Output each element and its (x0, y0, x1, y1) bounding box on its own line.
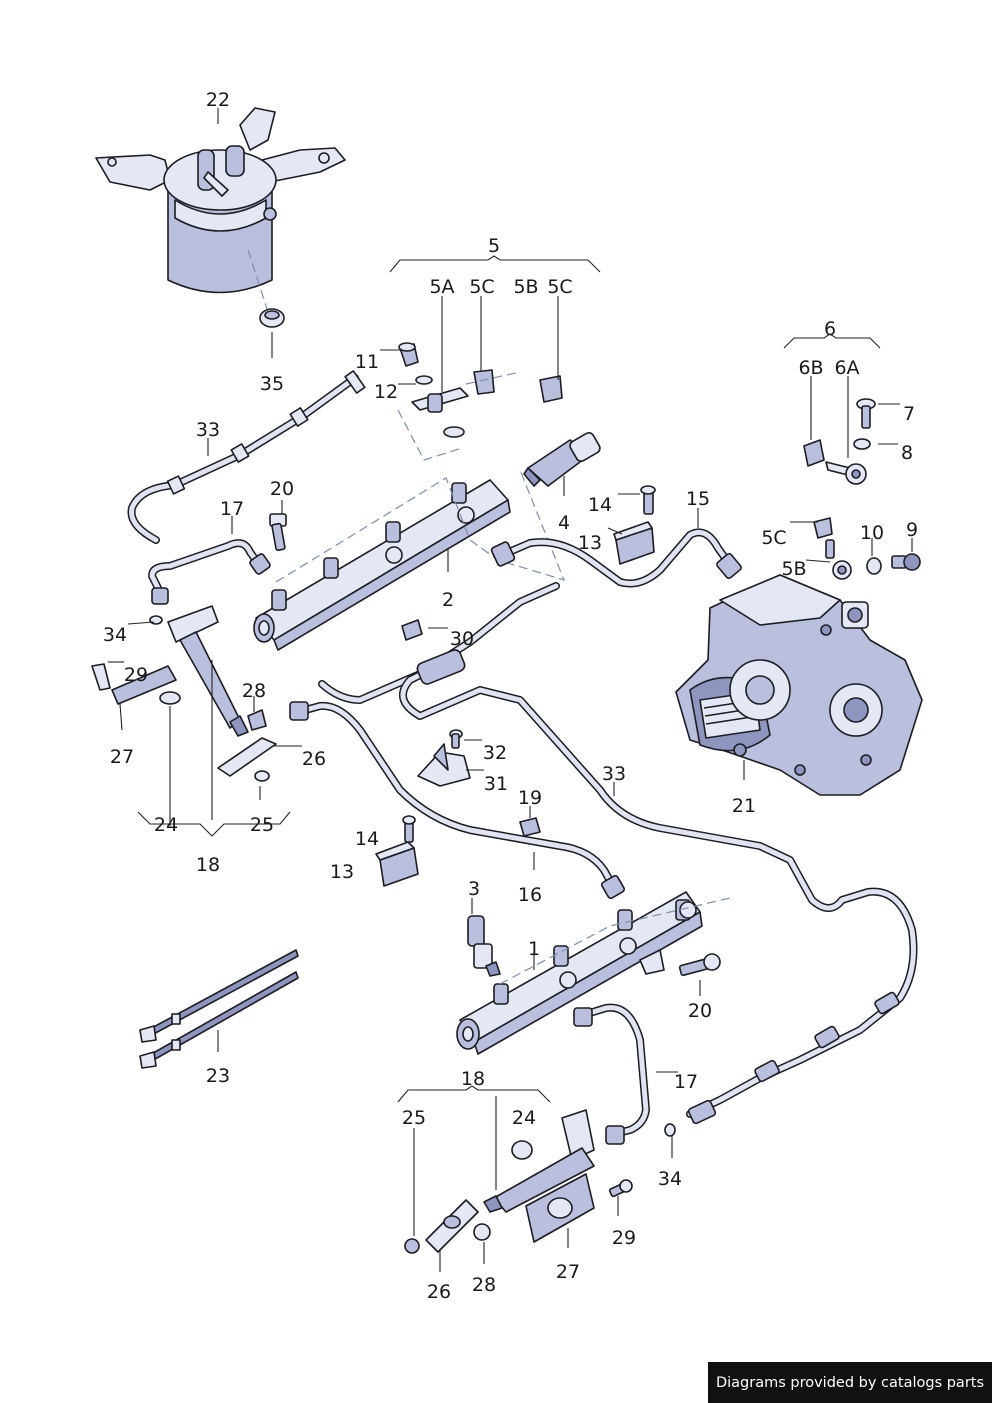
high-pressure-pipe-15 (490, 528, 742, 588)
callout-10: 10 (860, 522, 884, 544)
bracket-31 (417, 729, 471, 787)
callout-27-a: 27 (110, 746, 134, 768)
callout-1: 1 (528, 938, 540, 960)
callout-23: 23 (206, 1065, 230, 1087)
callout-7: 7 (903, 403, 915, 425)
bolt-20-lower (678, 953, 721, 977)
callout-17-b: 17 (674, 1071, 698, 1093)
callout-14-a: 14 (588, 494, 612, 516)
callout-20-a: 20 (270, 478, 294, 500)
return-line-upper (127, 370, 366, 544)
callout-6: 6 (824, 318, 836, 340)
callout-5C-b: 5C (547, 276, 572, 298)
callout-9: 9 (906, 519, 918, 541)
callout-29-b: 29 (612, 1227, 636, 1249)
fuel-injector-upper (149, 605, 249, 737)
callout-5: 5 (488, 235, 500, 257)
callout-16: 16 (518, 884, 542, 906)
attribution-text: Diagrams provided by catalogs parts (715, 1374, 985, 1391)
fuel-injector-lower (483, 1109, 595, 1213)
callout-26-a: 26 (302, 748, 326, 770)
hose-clip (259, 308, 285, 328)
pump-connector-parts (803, 398, 921, 580)
bracket-13-upper (613, 485, 656, 565)
callout-labels: 22 35 5 5A 5C 5B 5C 11 12 33 20 17 4 14 … (103, 89, 918, 1303)
callout-35: 35 (260, 373, 284, 395)
callout-24-a: 24 (154, 814, 178, 836)
high-pressure-pump (675, 574, 923, 796)
cable-ties (139, 949, 299, 1069)
callout-33-b: 33 (602, 763, 626, 785)
callout-28-b: 28 (472, 1274, 496, 1296)
injector-hardware-upper (91, 663, 277, 782)
callout-32: 32 (483, 742, 507, 764)
callout-27-b: 27 (556, 1261, 580, 1283)
clip-19 (519, 817, 541, 837)
callout-5C-a: 5C (469, 276, 494, 298)
callout-14-b: 14 (355, 828, 379, 850)
callout-34-a: 34 (103, 624, 127, 646)
injector-pipe-17-upper (148, 539, 271, 605)
callout-5C-c: 5C (761, 527, 786, 549)
pressure-sensor-3 (467, 915, 501, 977)
leader-lines (108, 108, 913, 1272)
callout-18-b: 18 (461, 1068, 485, 1090)
callout-5A: 5A (429, 276, 454, 298)
callout-19: 19 (518, 787, 542, 809)
seal-34-lower (664, 1123, 676, 1137)
bolt-20-upper (269, 513, 287, 551)
callout-6B: 6B (798, 357, 823, 379)
injector-pipe-17-lower (573, 1003, 650, 1145)
callout-11: 11 (355, 351, 379, 373)
connector-assembly (397, 342, 563, 461)
callout-26-b: 26 (427, 1281, 451, 1303)
callout-21: 21 (732, 795, 756, 817)
callout-13-b: 13 (330, 861, 354, 883)
clip-30 (401, 619, 423, 641)
pressure-sensor (523, 432, 601, 487)
fuel-rail-upper (253, 469, 566, 651)
callout-28-a: 28 (242, 680, 266, 702)
bracket-13-lower (375, 815, 419, 887)
callout-8: 8 (901, 442, 913, 464)
callout-20-b: 20 (688, 1000, 712, 1022)
fuel-rail-lower (456, 891, 731, 1055)
callout-5B-a: 5B (513, 276, 538, 298)
injector-hardware-lower (404, 1173, 633, 1254)
callout-30: 30 (450, 628, 474, 650)
callout-4: 4 (558, 512, 570, 534)
attribution-banner: Diagrams provided by catalogs parts (708, 1362, 992, 1403)
callout-6A: 6A (834, 357, 859, 379)
callout-18-a: 18 (196, 854, 220, 876)
callout-2: 2 (442, 589, 454, 611)
callout-5B-b: 5B (781, 558, 806, 580)
callout-15: 15 (686, 488, 710, 510)
callout-33-a: 33 (196, 419, 220, 441)
callout-29-a: 29 (124, 664, 148, 686)
high-pressure-pipe-16 (289, 701, 625, 899)
callout-22: 22 (206, 89, 230, 111)
callout-12: 12 (374, 381, 398, 403)
callout-34-b: 34 (658, 1168, 682, 1190)
callout-31: 31 (484, 773, 508, 795)
callout-17-a: 17 (220, 498, 244, 520)
callout-3: 3 (468, 878, 480, 900)
fuel-filter-housing (95, 107, 346, 313)
callout-13-a: 13 (578, 532, 602, 554)
return-line-33 (318, 582, 918, 1125)
callout-24-b: 24 (512, 1107, 536, 1129)
callout-25-b: 25 (402, 1107, 426, 1129)
callout-25-a: 25 (250, 814, 274, 836)
